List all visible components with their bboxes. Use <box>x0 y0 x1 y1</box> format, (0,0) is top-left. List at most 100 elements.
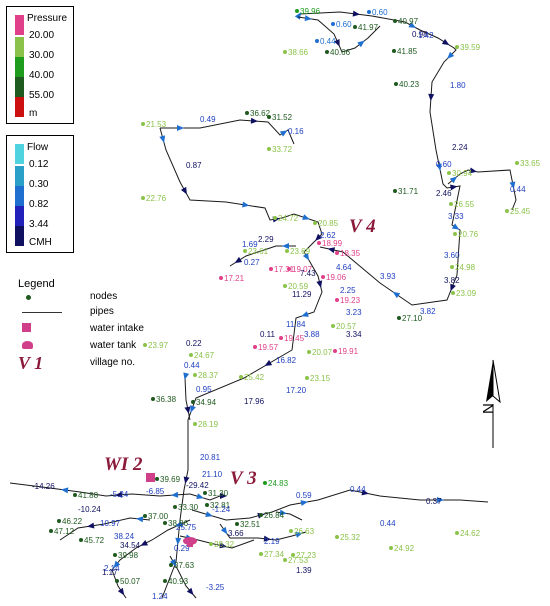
flow-direction-arrow-icon <box>264 359 273 367</box>
pressure-label: 31.52 <box>272 113 293 122</box>
flow-label: 2.46 <box>436 189 452 198</box>
pressure-label: 32.81 <box>210 501 231 510</box>
pressure-label: 27.10 <box>402 314 423 323</box>
network-node <box>279 336 283 340</box>
water-intake-label-wi2: WI 2 <box>104 454 143 475</box>
flow-direction-arrow-icon <box>294 12 302 20</box>
flow-label: 3.60 <box>444 251 460 260</box>
flow-direction-arrow-icon <box>282 243 289 249</box>
flow-direction-arrow-icon <box>183 476 190 484</box>
flow-direction-arrow-icon <box>316 280 323 288</box>
flow-direction-arrow-icon <box>250 117 258 124</box>
pressure-swatch-5 <box>15 97 24 117</box>
legend-title: Legend <box>18 278 55 290</box>
network-node <box>449 202 453 206</box>
network-node <box>393 19 397 23</box>
flow-direction-arrow-icon <box>87 522 95 529</box>
pipe-segment <box>111 519 191 599</box>
flow-direction-arrow-icon <box>327 247 336 254</box>
flow-direction-arrow-icon <box>357 40 365 48</box>
flow-label: 0.44 <box>510 185 526 194</box>
flow-legend-title: Flow <box>27 142 49 153</box>
network-node <box>451 291 455 295</box>
network-node <box>455 531 459 535</box>
pressure-swatch-3 <box>15 57 24 77</box>
flow-swatch-5 <box>15 226 24 246</box>
flow-label: 34.54 <box>120 541 141 550</box>
network-node <box>325 50 329 54</box>
flow-direction-arrow-icon <box>361 489 369 496</box>
flow-label: -10.24 <box>78 505 101 514</box>
flow-direction-arrow-icon <box>352 10 360 17</box>
network-node <box>367 10 371 14</box>
flow-label: 0.16 <box>288 127 304 136</box>
pressure-label: 39.59 <box>460 43 481 52</box>
pressure-label: 25.32 <box>340 533 361 542</box>
network-node <box>307 350 311 354</box>
pressure-label: 20.07 <box>312 348 333 357</box>
flow-label: 3.93 <box>380 272 396 281</box>
pressure-legend-label-3: 40.00 <box>29 70 55 81</box>
network-node <box>259 513 263 517</box>
pressure-label: 17.31 <box>274 265 295 274</box>
flow-direction-arrow-icon <box>300 500 308 506</box>
network-node <box>397 316 401 320</box>
flow-label: -14.26 <box>32 482 55 491</box>
network-node <box>219 276 223 280</box>
network-node <box>239 375 243 379</box>
network-node <box>259 552 263 556</box>
network-node <box>57 519 61 523</box>
pressure-label: 40.93 <box>168 577 189 586</box>
pressure-label: 33.72 <box>272 145 293 154</box>
flow-direction-arrow-icon <box>447 51 455 59</box>
flow-label: -3.25 <box>206 583 225 592</box>
flow-label: 25.75 <box>176 523 197 532</box>
flow-label: 20.81 <box>200 453 221 462</box>
pressure-label: 24.72 <box>278 214 299 223</box>
flow-label: 3.66 <box>228 529 244 538</box>
flow-label: 1.24 <box>152 592 168 601</box>
pressure-label: 23.61 <box>248 247 269 256</box>
network-node <box>73 493 77 497</box>
flow-direction-arrow-icon <box>509 181 516 189</box>
water-intake-marker <box>146 473 155 482</box>
flow-direction-arrow-icon <box>302 214 310 220</box>
pressure-legend-label-1: 20.00 <box>29 30 55 41</box>
north-label: N <box>480 403 497 414</box>
flow-direction-arrow-icon <box>451 223 460 230</box>
flow-direction-arrow-icon <box>136 516 144 523</box>
flow-direction-arrow-icon <box>186 587 194 596</box>
flow-direction-arrow-icon <box>183 372 190 380</box>
network-node <box>273 216 277 220</box>
pressure-label: 41.97 <box>358 23 379 32</box>
flow-label: 0.98 <box>412 30 428 39</box>
network-node <box>115 579 119 583</box>
flow-direction-arrow-icon <box>392 291 401 299</box>
flow-label: 21.10 <box>202 470 223 479</box>
network-node <box>453 232 457 236</box>
pressure-label: 20.59 <box>288 282 309 291</box>
pressure-label: 24.62 <box>460 529 481 538</box>
legend-water-intake-icon <box>22 323 31 332</box>
network-node <box>450 265 454 269</box>
pressure-legend-label-2: 30.00 <box>29 50 55 61</box>
pipe-segment <box>184 373 191 421</box>
network-node <box>295 9 299 13</box>
pressure-label: 0.60 <box>336 20 352 29</box>
flow-label: 10.97 <box>100 519 121 528</box>
pressure-label: 40.97 <box>398 17 419 26</box>
legend-village-label: village no. <box>90 357 136 368</box>
network-node <box>455 45 459 49</box>
pressure-label: 0.60 <box>372 8 388 17</box>
pipe-segment <box>297 16 381 53</box>
flow-label: 2.19 <box>264 537 280 546</box>
flow-direction-arrow-icon <box>140 539 149 546</box>
flow-label: 3.88 <box>304 330 320 339</box>
pressure-label: 24.67 <box>194 351 215 360</box>
pressure-label: 27.34 <box>264 550 285 559</box>
flow-direction-arrow-icon <box>469 167 477 174</box>
flow-label: 1.17 <box>102 568 118 577</box>
flow-legend-label-4: 3.44 <box>29 219 49 230</box>
network-node <box>267 147 271 151</box>
flow-label: 0.22 <box>186 339 202 348</box>
